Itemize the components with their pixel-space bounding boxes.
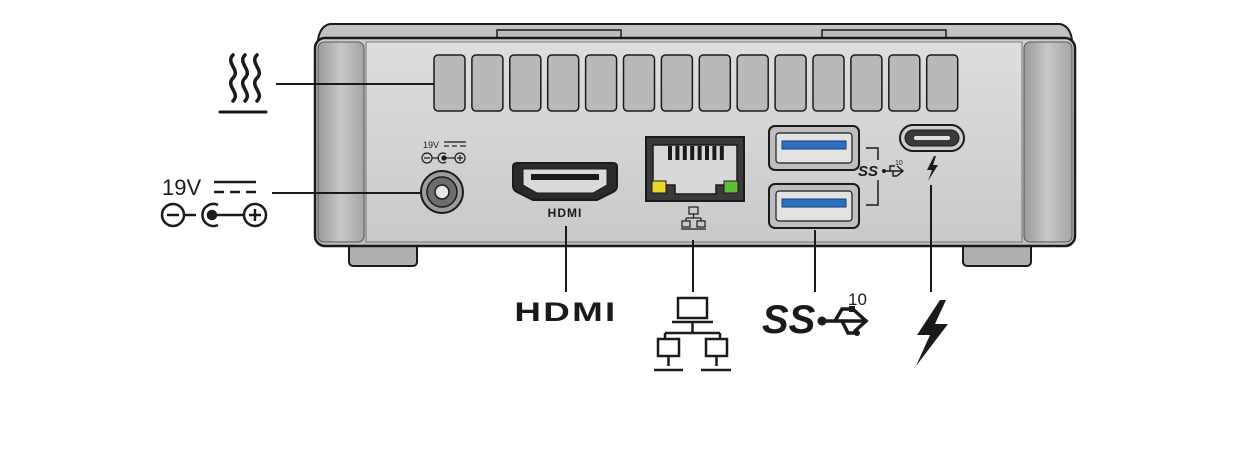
ethernet-pin	[690, 146, 695, 160]
usb-port-top	[768, 125, 860, 171]
usb-top-blue-tongue	[781, 140, 847, 150]
ethernet-led-yellow	[651, 180, 667, 194]
right-side-column	[1023, 41, 1073, 243]
svg-text:SS: SS	[858, 163, 878, 180]
vent-slot	[584, 54, 618, 112]
ethernet-pin	[719, 146, 724, 160]
vent-slot	[509, 54, 542, 112]
usb-callout-superscript: 10	[848, 290, 867, 309]
ethernet-pin	[705, 146, 709, 160]
usb-panel-bracket	[866, 147, 879, 206]
ethernet-pin	[675, 146, 680, 160]
ethernet-port	[645, 136, 745, 230]
ethernet-pin	[682, 146, 687, 160]
dc-panel-label: 19V	[423, 140, 439, 150]
dc-callout-dc-symbol	[214, 180, 256, 194]
hdmi-port-inner	[522, 168, 608, 194]
svg-text:SS: SS	[762, 298, 816, 342]
callout-lines	[272, 83, 932, 292]
network-icon	[654, 296, 731, 372]
vent-slot	[812, 54, 845, 112]
dc-callout: 19V	[160, 175, 268, 228]
left-side-column	[317, 41, 365, 243]
vent-slot	[925, 54, 959, 112]
usb-port-bottom	[768, 183, 860, 229]
thunderbolt-port	[899, 124, 965, 152]
dc-power-port: 19V	[420, 140, 466, 214]
dc-panel-polarity-icon	[421, 152, 466, 164]
vent-slot	[774, 54, 807, 112]
hdmi-port: HDMI	[512, 162, 618, 220]
hdmi-callout-label: HDMI	[514, 297, 617, 327]
vent-slot	[433, 54, 466, 112]
thunderbolt-icon	[916, 300, 948, 366]
thunderbolt-tongue	[914, 136, 950, 140]
dc-panel-dc-symbol	[444, 141, 466, 147]
superspeed-usb-icon: SS 10	[762, 290, 869, 342]
ethernet-pins	[668, 146, 724, 160]
ethernet-pin	[668, 146, 672, 160]
vent-slot	[698, 54, 732, 112]
vent-grille	[433, 54, 959, 112]
usb-bottom-blue-tongue	[781, 198, 847, 208]
network-panel-icon	[681, 206, 706, 230]
dc-jack-pin	[434, 184, 450, 200]
usb-panel-superscript: 10	[895, 160, 903, 167]
thunderbolt-panel-icon	[927, 156, 938, 181]
dc-callout-label: 19V	[162, 175, 201, 200]
usb-panel-ss-icon: SS 10	[858, 160, 905, 180]
hdmi-contact-bar	[531, 174, 599, 180]
ethernet-pin	[697, 146, 702, 160]
vent-slot	[622, 54, 656, 112]
ethernet-pin	[712, 146, 717, 160]
hdmi-panel-label: HDMI	[548, 206, 583, 220]
vent-slot	[736, 54, 769, 112]
heat-vent-icon	[218, 53, 268, 114]
vent-slot	[850, 54, 883, 112]
dc-polarity-icon	[160, 202, 268, 228]
vent-slot	[546, 54, 580, 112]
ethernet-led-green	[723, 180, 739, 194]
vent-slot	[660, 54, 694, 112]
vent-slot	[888, 54, 921, 112]
vent-slot	[471, 54, 504, 112]
